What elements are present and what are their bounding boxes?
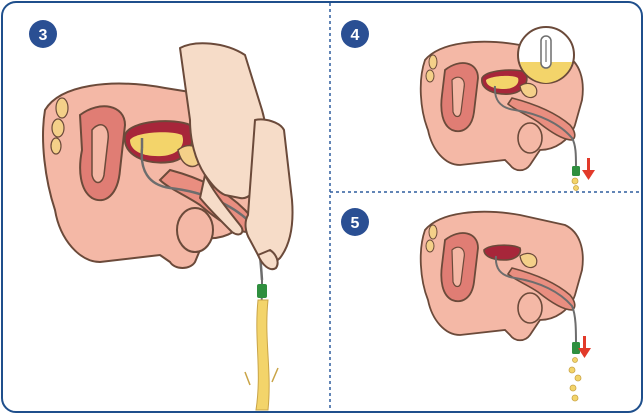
urine-stream-icon [256,300,269,410]
step-badge-3: 3 [29,20,57,48]
step-number-5: 5 [351,215,360,232]
scrotum-icon [177,208,213,252]
step-number-4: 4 [351,27,360,44]
catheter-connector-icon [257,284,267,298]
step-badge-5: 5 [341,208,369,236]
bladder-zoom-icon [518,27,574,83]
step-badge-4: 4 [341,20,369,48]
step-number-3: 3 [39,27,48,44]
